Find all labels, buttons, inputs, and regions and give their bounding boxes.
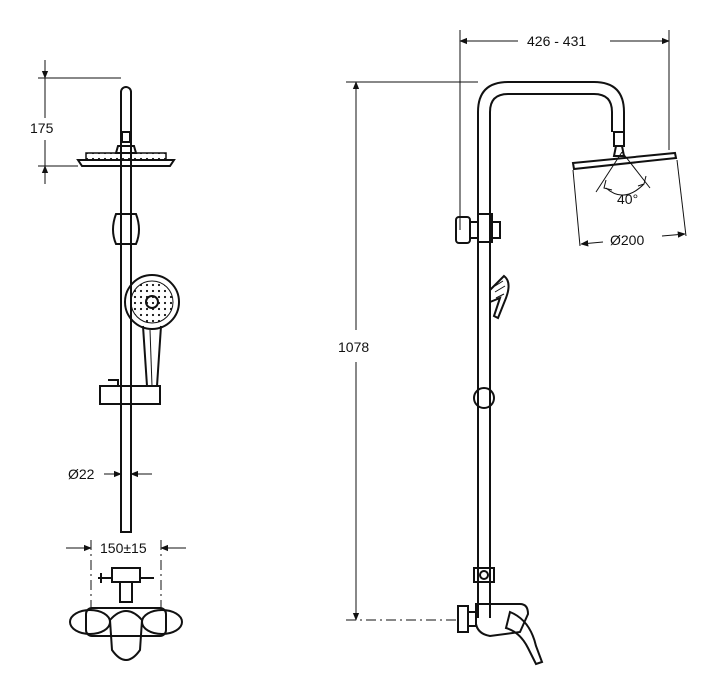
side-view: [455, 81, 678, 666]
side-dimensions: 1078 426 - 431 40° Ø200: [338, 30, 687, 621]
front-hand-shower: [124, 274, 180, 387]
front-mixer-valve: [69, 567, 183, 661]
front-view: [69, 86, 183, 661]
side-riser-arm: [477, 81, 625, 618]
dim-pipe-diameter: Ø22: [68, 466, 95, 482]
side-wall-bracket: [455, 213, 501, 244]
dim-arm-reach: 426 - 431: [527, 33, 586, 49]
side-head-connector: [613, 131, 625, 147]
side-mixer-valve: [457, 567, 544, 666]
head-connector: [121, 131, 131, 143]
dim-head-angle: 40°: [617, 191, 638, 207]
dim-head-height: 175: [30, 120, 54, 136]
sliding-bracket: [112, 213, 140, 245]
dim-inlet-spacing: 150±15: [100, 540, 147, 556]
front-shower-head: [76, 145, 176, 167]
front-dimensions: 175 Ø22 150±15: [30, 60, 186, 556]
side-holder-knob: [473, 387, 495, 409]
side-hand-shower: [489, 274, 510, 320]
hand-shower-holder: [99, 379, 161, 405]
dim-head-diameter: Ø200: [610, 232, 644, 248]
dim-total-height: 1078: [338, 339, 369, 355]
